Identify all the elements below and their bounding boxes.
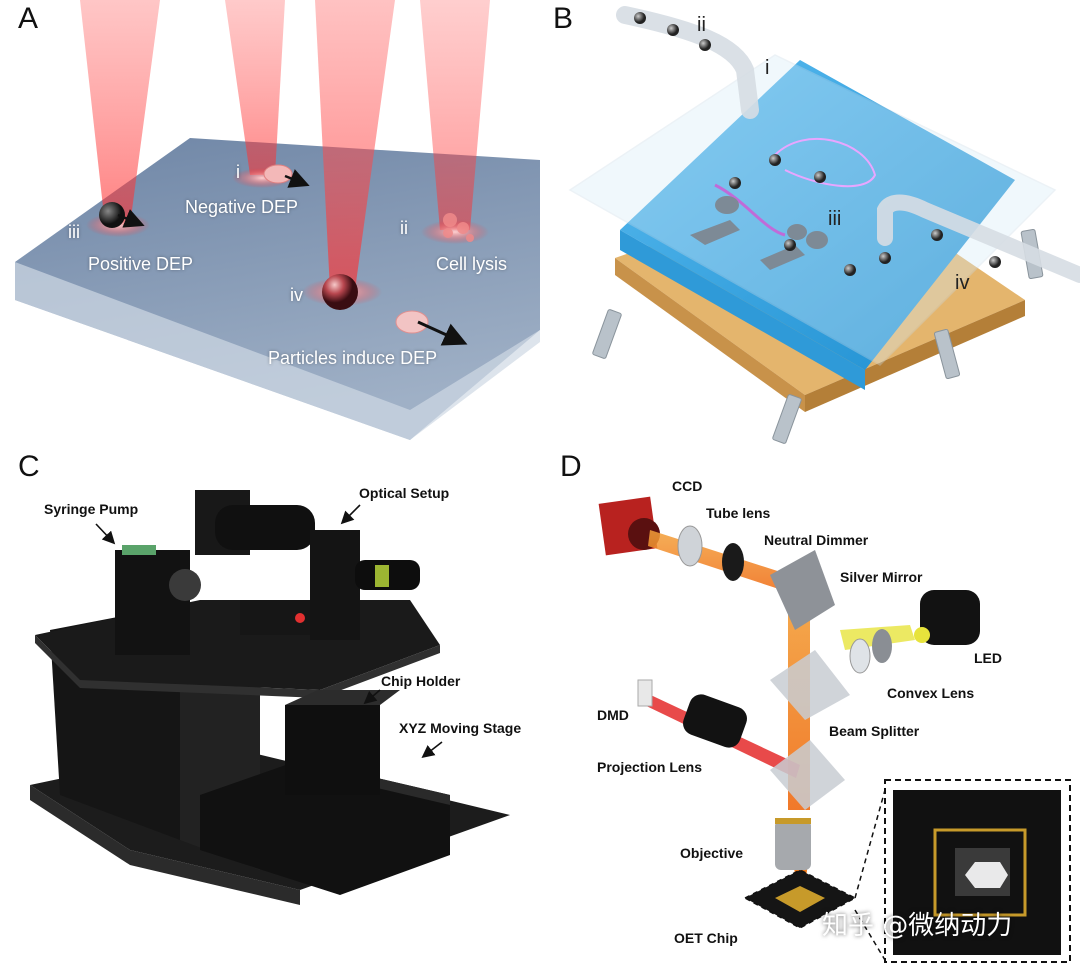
label-optical-setup: Optical Setup — [359, 485, 450, 501]
panel-c-letter: C — [18, 450, 40, 483]
label-b-ii: ii — [697, 14, 706, 36]
xyz-stage — [200, 760, 450, 895]
label-ccd: CCD — [672, 478, 703, 494]
label-oet-chip: OET Chip — [674, 930, 738, 946]
label-particles-induce-dep: Particles induce DEP — [268, 348, 438, 368]
beads — [634, 12, 1001, 276]
projection-lens — [683, 694, 747, 748]
label-syringe-pump: Syringe Pump — [44, 501, 139, 517]
label-b-i: i — [765, 57, 770, 79]
convex-lens-2 — [872, 629, 892, 663]
convex-lens-1 — [849, 638, 871, 674]
label-neutral-dimmer: Neutral Dimmer — [764, 532, 869, 548]
label-tube-lens: Tube lens — [706, 505, 771, 521]
fluid-chamber — [620, 60, 1015, 370]
laser-beam-ii — [420, 0, 490, 230]
panel-a-letter: A — [18, 2, 39, 35]
watermark: 知乎 @微纳动力 — [822, 911, 1013, 941]
label-silver-mirror: Silver Mirror — [840, 569, 923, 585]
label-beam-splitter: Beam Splitter — [829, 723, 920, 739]
outlet-tube — [877, 194, 1080, 283]
label-dmd: DMD — [597, 707, 629, 723]
panel-b-letter: B — [553, 2, 574, 35]
label-positive-dep: Positive DEP — [88, 254, 194, 274]
label-convex-lens: Convex Lens — [887, 685, 975, 701]
beam-splitter-1 — [770, 650, 850, 720]
glass-cover — [568, 54, 1057, 366]
pointer-arrows-c — [95, 504, 443, 758]
cell-lysis-fragments — [443, 213, 474, 242]
substrate-plate — [15, 138, 540, 440]
particle-positive-dep — [99, 202, 125, 228]
panel-b: B ii i iii iv — [545, 0, 1080, 450]
label-a-iv: iv — [290, 285, 303, 305]
label-a-iii: iii — [68, 222, 80, 242]
panel-d: D CCD Tube lens Neutral Dimmer Silver Mi… — [560, 450, 1080, 968]
led-source — [920, 590, 980, 645]
panel-d-illustration — [598, 496, 1071, 963]
label-chip-holder: Chip Holder — [381, 673, 461, 689]
laser-beam-iv — [315, 0, 395, 290]
laser-beam-iii — [80, 0, 160, 225]
panel-d-letter: D — [560, 450, 582, 483]
cell-iv — [395, 310, 429, 334]
panel-c: C Syringe Pump Optical Setup Chip Holder… — [0, 450, 560, 968]
label-negative-dep: Negative DEP — [185, 197, 299, 217]
label-a-i: i — [236, 162, 240, 182]
label-xyz-moving-stage: XYZ Moving Stage — [399, 720, 522, 736]
neutral-dimmer — [722, 543, 744, 581]
cell-negative-dep — [263, 164, 293, 184]
panel-a: A i Negative DEP iii Positive DEP ii Cel… — [0, 0, 545, 450]
particle-iv — [322, 274, 358, 310]
silver-mirror — [770, 550, 835, 630]
label-a-ii: ii — [400, 218, 408, 238]
laser-beam-i — [225, 0, 285, 175]
beam-splitter-2 — [770, 740, 845, 810]
label-b-iii: iii — [828, 208, 842, 230]
panel-c-illustration — [30, 490, 510, 905]
inlet-tube — [616, 6, 759, 119]
label-b-iv: iv — [955, 272, 970, 294]
panel-a-illustration — [15, 0, 540, 440]
chip-holder — [285, 705, 380, 795]
label-cell-lysis: Cell lysis — [436, 254, 508, 274]
dmd — [637, 679, 653, 707]
syringe-pump — [115, 550, 190, 655]
label-objective: Objective — [680, 845, 744, 861]
label-projection-lens: Projection Lens — [597, 759, 703, 775]
objective-lens — [775, 820, 811, 870]
label-led: LED — [974, 650, 1002, 666]
oet-chip-inset-frame — [884, 779, 1071, 963]
tube-lens — [677, 525, 703, 567]
panel-b-illustration — [568, 6, 1080, 444]
